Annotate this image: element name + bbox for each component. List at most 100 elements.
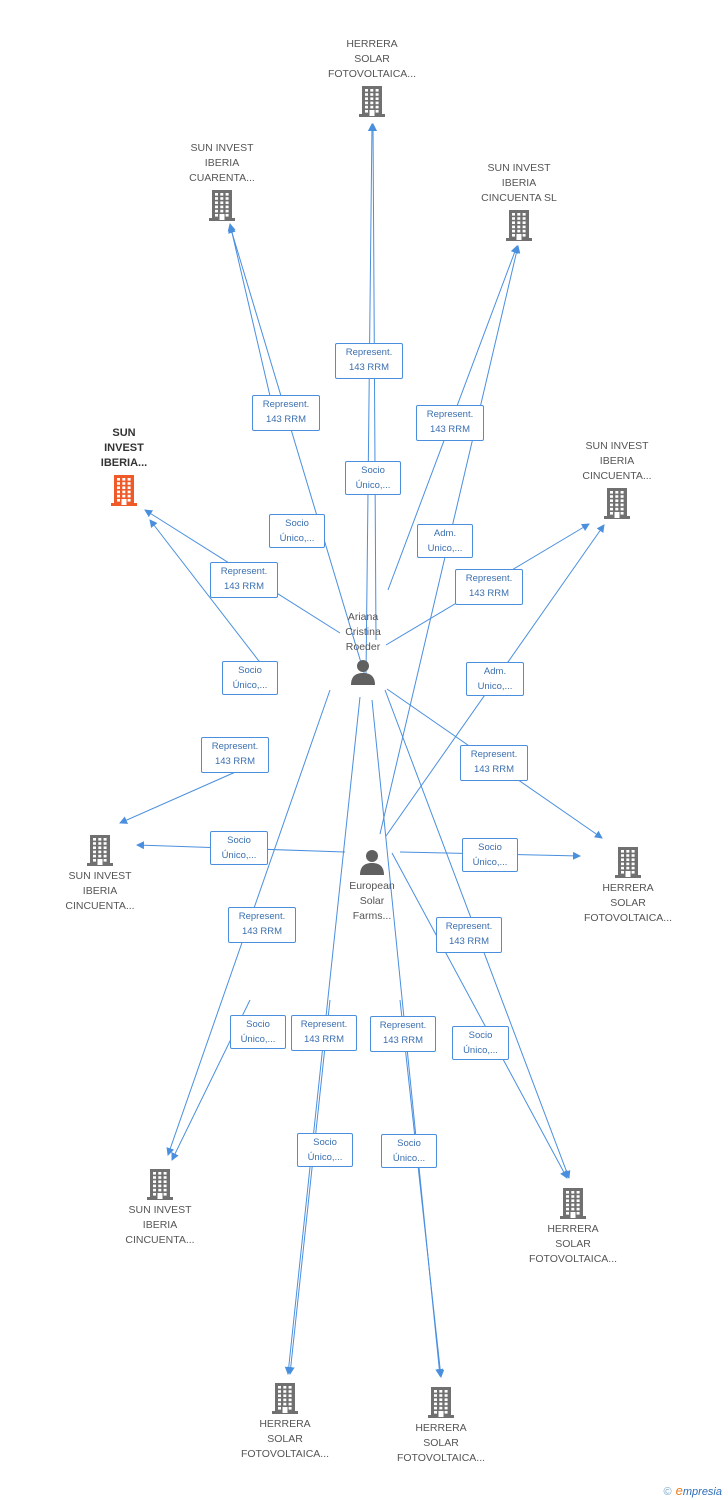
node-label-line: Roeder (345, 641, 381, 653)
node-label-line: FOTOVOLTAICA... (327, 68, 417, 80)
edge-label-line: 143 RRM (468, 588, 510, 599)
company-node-n-bot-c2[interactable]: HERRERA SOLAR FOTOVOLTAICA... (381, 1383, 501, 1466)
edge-label-box[interactable]: Represent.143 RRM (210, 562, 278, 598)
node-label-line: HERRERA (259, 1418, 311, 1430)
node-label-line: IBERIA (142, 1219, 178, 1231)
edge-label-line: Socio (246, 1019, 270, 1030)
node-label-line: HERRERA (547, 1223, 599, 1235)
node-label-line: SUN INVEST (128, 1204, 192, 1216)
building-icon (312, 84, 432, 118)
edge-p-ariana-to-n-bot-left (149, 519, 263, 666)
edge-label-line: Represent. (238, 911, 286, 922)
edge-label-box[interactable]: Represent.143 RRM (416, 405, 484, 441)
edge-label-line: Socio (313, 1137, 337, 1148)
node-label-line: Cristina (345, 626, 381, 638)
edge-p-ariana-to-n-topright (227, 223, 271, 397)
edge-label-line: 143 RRM (348, 362, 390, 373)
building-icon (162, 188, 282, 222)
edge-label-box[interactable]: Adm.Unico,... (417, 524, 473, 558)
node-label-line: HERRERA (602, 882, 654, 894)
node-label-line: SOLAR (423, 1437, 459, 1449)
edge-label-line: Represent. (262, 399, 310, 410)
edge-label-box[interactable]: Represent.143 RRM (370, 1016, 436, 1052)
edge-label-line: Único,... (355, 480, 391, 491)
edge-label-box[interactable]: Represent. 143 RRM (460, 745, 528, 781)
edge-label-box[interactable]: Represent.143 RRM (291, 1015, 357, 1051)
node-label-line: CUARENTA... (189, 172, 255, 184)
node-label-line: CINCUENTA... (582, 470, 652, 482)
edge-label-line: Represent. (470, 749, 518, 760)
node-label-line: FOTOVOLTAICA... (583, 912, 673, 924)
edge-label-line: 143 RRM (382, 1035, 424, 1046)
edge-label-box[interactable]: Represent.143 RRM (455, 569, 523, 605)
edge-label-line: 143 RRM (448, 936, 490, 947)
edge-label-box[interactable]: Represent.143 RRM (201, 737, 269, 773)
node-label-line: FOTOVOLTAICA... (396, 1452, 486, 1464)
edge-label-line: Socio (285, 518, 309, 529)
edge-label-box[interactable]: Represent. 143 RRM (228, 907, 296, 943)
building-icon (100, 1167, 220, 1201)
edge-label-line: 143 RRM (241, 926, 283, 937)
edge-label-line: Único,... (463, 1045, 498, 1056)
brand-name: mpresia (682, 1486, 722, 1498)
node-label-line: Farms... (352, 910, 392, 922)
copyright-symbol: © (663, 1486, 672, 1498)
edge-label-box[interactable]: Adm.Unico,... (466, 662, 524, 696)
edge-label-box[interactable]: Represent.143 RRM (436, 917, 502, 953)
node-label-line: Solar (359, 895, 385, 907)
edge-label-line: Único... (392, 1153, 426, 1164)
node-label-line: IBERIA (599, 455, 635, 467)
edge-label-line: Represent. (300, 1019, 348, 1030)
node-label-line: CINCUENTA SL (481, 192, 557, 204)
edge-label-line: 143 RRM (214, 756, 256, 767)
node-label-line: IBERIA (204, 157, 240, 169)
node-label-line: HERRERA (415, 1422, 467, 1434)
edge-label-line: Único,... (279, 533, 315, 544)
edge-label-line: Único,... (240, 1034, 276, 1045)
edge-label-line: Socio (238, 665, 262, 676)
edge-label-box[interactable]: Represent.143 RRM (252, 395, 320, 431)
edge-label-line: 143 RRM (473, 764, 515, 775)
edge-label-line: 143 RRM (429, 424, 471, 435)
building-icon (40, 833, 160, 867)
building-icon (557, 486, 677, 520)
edge-label-box[interactable]: Represent.143 RRM (335, 343, 403, 379)
node-label-line: IBERIA (501, 177, 537, 189)
node-label-line: CINCUENTA... (65, 900, 135, 912)
node-label-line: SUN INVEST (68, 870, 132, 882)
edge-label-line: Adm. (433, 528, 457, 539)
building-icon (568, 845, 688, 879)
node-label-line: SUN (112, 427, 136, 439)
edge-p-ariana-to-n-topleft (365, 123, 376, 677)
node-label-line: FOTOVOLTAICA... (240, 1448, 330, 1460)
